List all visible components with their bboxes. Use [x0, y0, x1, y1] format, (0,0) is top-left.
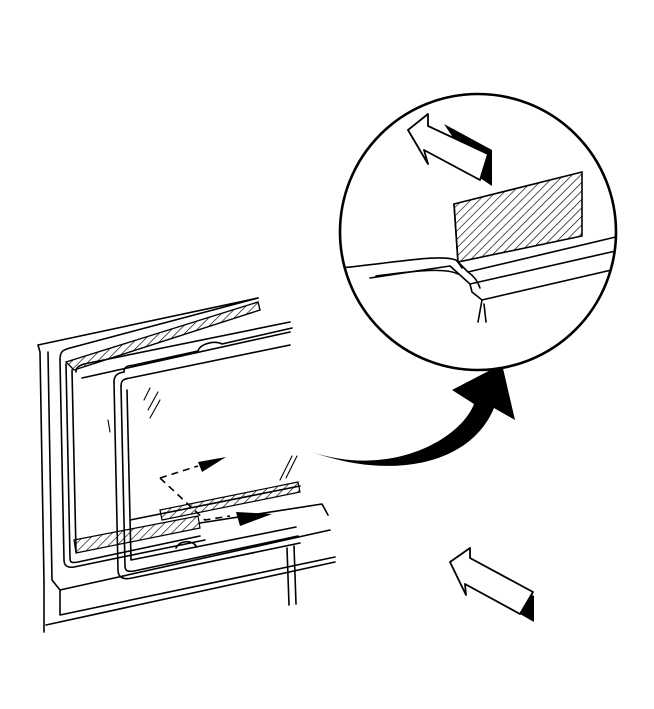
detail-callout-arrow — [312, 364, 515, 466]
window-glass — [107, 327, 301, 580]
detail-direction-arrow — [407, 113, 492, 186]
install-direction-arrow — [449, 547, 534, 622]
door-panel — [37, 297, 336, 633]
detail-view — [338, 92, 618, 372]
